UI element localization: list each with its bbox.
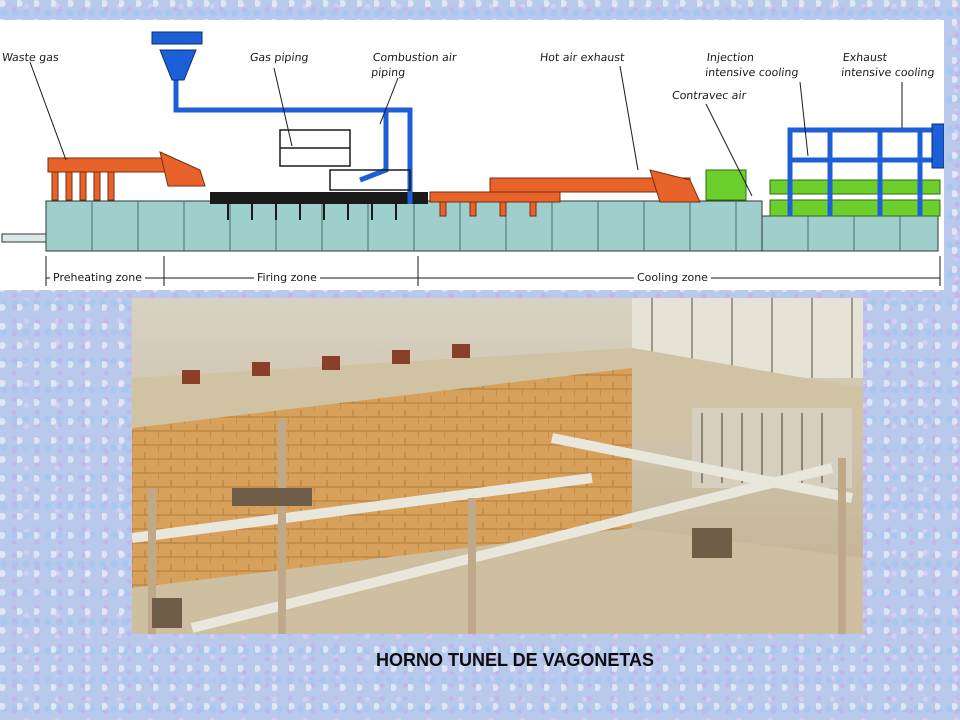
kiln-diagram: Waste gas Gas piping Combustion air pipi… bbox=[0, 20, 944, 290]
label-combustion-air: Combustion air piping bbox=[370, 51, 458, 79]
zone-cooling: Cooling zone bbox=[634, 271, 711, 284]
zone-firing: Firing zone bbox=[254, 271, 320, 284]
label-injection: Injection intensive cooling bbox=[704, 51, 800, 79]
factory-photo-illustration bbox=[132, 298, 863, 634]
page-caption: HORNO TUNEL DE VAGONETAS bbox=[375, 650, 654, 670]
zone-preheating: Preheating zone bbox=[50, 271, 146, 284]
label-gas-piping: Gas piping bbox=[249, 51, 310, 64]
label-hot-air-exhaust: Hot air exhaust bbox=[539, 51, 626, 64]
label-waste-gas: Waste gas bbox=[1, 51, 60, 64]
label-contravec: Contravec air bbox=[671, 89, 747, 102]
label-exhaust: Exhaust intensive cooling bbox=[840, 51, 936, 79]
kiln-schematic bbox=[1, 31, 944, 286]
tunnel-kiln-photo bbox=[132, 298, 863, 634]
